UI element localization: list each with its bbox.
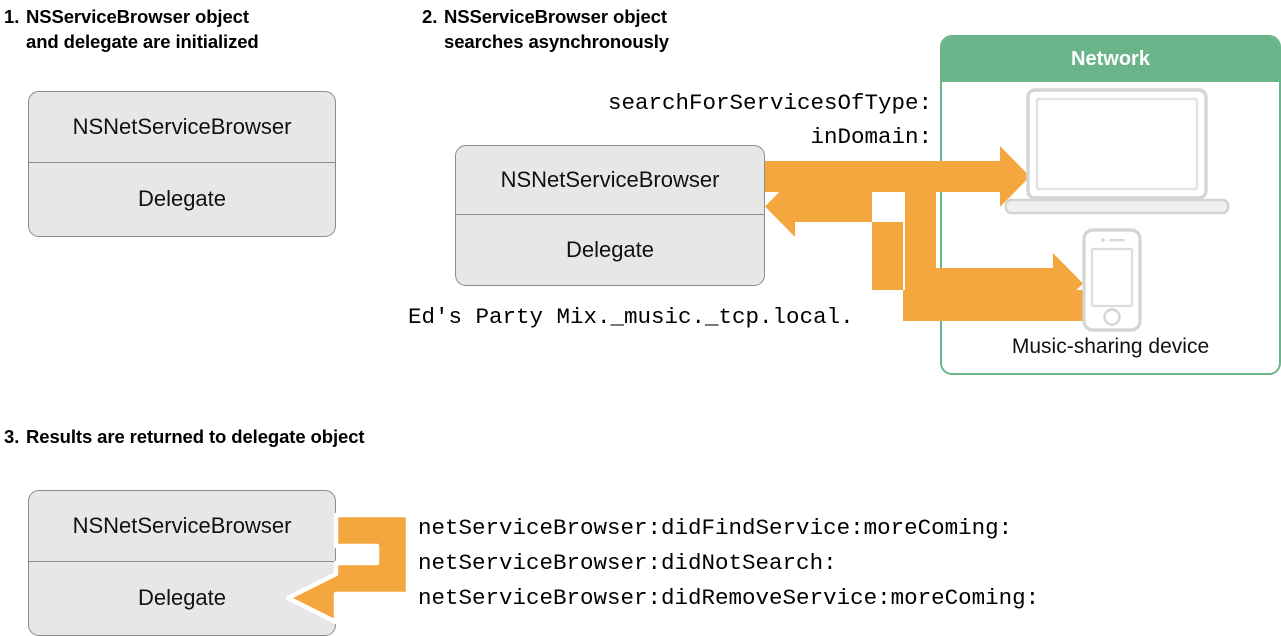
step-1-object-box: NSNetServiceBrowser Delegate	[28, 91, 336, 237]
result-label-text: Ed's Party Mix._music._tcp.local.	[408, 304, 854, 330]
step-1-browser-row: NSNetServiceBrowser	[29, 92, 335, 163]
step-2-call-line1: searchForServicesOfType:	[520, 88, 932, 118]
step-3-heading: 3. Results are returned to delegate objec…	[4, 424, 604, 449]
step-2-call-line2: inDomain:	[520, 122, 932, 152]
step-3-object-box: NSNetServiceBrowser Delegate	[28, 490, 336, 636]
callback-2-text: netServiceBrowser:didNotSearch:	[418, 550, 837, 576]
network-caption-label: Music-sharing device	[1011, 335, 1210, 358]
step-2-line2: searches asynchronously	[444, 31, 669, 52]
step-3-number: 3.	[4, 426, 20, 447]
step-1-delegate-row: Delegate	[29, 163, 335, 234]
step-1-line1: NSServiceBrowser object	[26, 6, 249, 27]
step-3-callback-2: netServiceBrowser:didNotSearch:	[418, 548, 837, 578]
step-1-line2: and delegate are initialized	[26, 31, 259, 52]
step-3-browser-row: NSNetServiceBrowser	[29, 491, 335, 562]
network-header-label: Network	[1071, 48, 1150, 70]
callback-1-text: netServiceBrowser:didFindService:moreCom…	[418, 515, 1013, 541]
step-1-browser-label: NSNetServiceBrowser	[72, 114, 292, 139]
phone-icon	[1082, 228, 1142, 332]
step-2-result-label: Ed's Party Mix._music._tcp.local.	[408, 302, 854, 332]
step-1-number: 1.	[4, 6, 20, 27]
laptop-icon	[1004, 88, 1230, 215]
step-3-callback-1: netServiceBrowser:didFindService:moreCom…	[418, 513, 1012, 543]
network-caption: Music-sharing device	[940, 335, 1281, 359]
step-3-browser-label: NSNetServiceBrowser	[72, 513, 292, 538]
step-2-delegate-label: Delegate	[565, 236, 655, 262]
step-2-object-box: NSNetServiceBrowser Delegate	[455, 145, 765, 286]
step-3-line1: Results are returned to delegate object	[26, 426, 365, 447]
network-header: Network	[942, 37, 1279, 82]
step-2-heading: 2. NSServiceBrowser object searches asynch…	[422, 4, 882, 54]
step-2-number: 2.	[422, 6, 438, 27]
step-3-delegate-row: Delegate	[29, 562, 335, 633]
callback-3-text: netServiceBrowser:didRemoveService:moreC…	[418, 585, 1040, 611]
step-3-delegate-label: Delegate	[137, 584, 227, 610]
step-2-browser-row: NSNetServiceBrowser	[456, 146, 764, 215]
step-3-callback-3: netServiceBrowser:didRemoveService:moreC…	[418, 583, 1039, 613]
step-2-browser-label: NSNetServiceBrowser	[500, 167, 720, 192]
step-1-heading: 1. NSServiceBrowser object and delegate ar…	[4, 4, 404, 54]
step-2-delegate-row: Delegate	[456, 215, 764, 284]
step-1-delegate-label: Delegate	[137, 185, 227, 211]
call-line1-text: searchForServicesOfType:	[607, 90, 932, 116]
call-line2-text: inDomain:	[810, 124, 932, 150]
step-2-line1: NSServiceBrowser object	[444, 6, 667, 27]
